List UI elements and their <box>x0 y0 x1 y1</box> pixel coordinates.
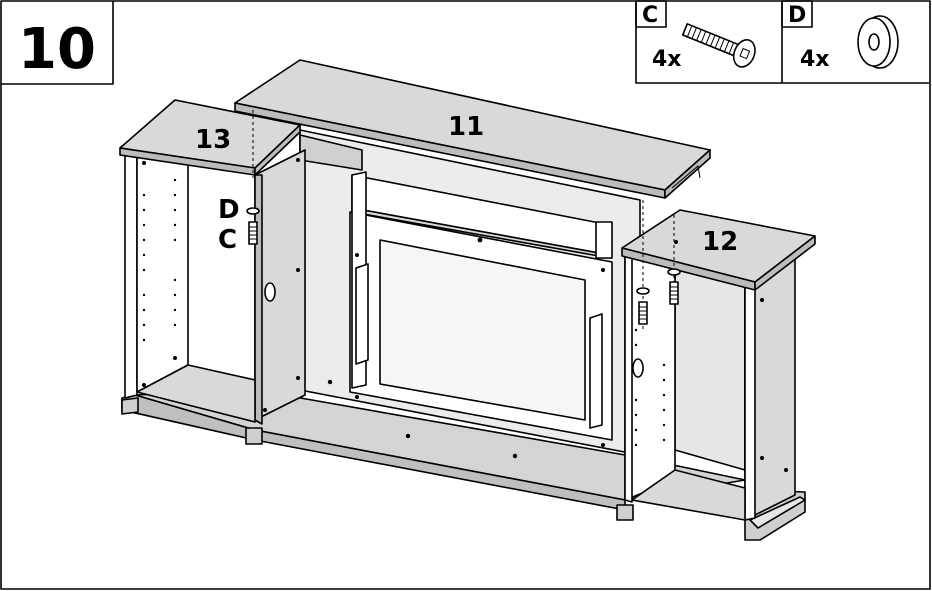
washer-marker-left <box>246 207 260 215</box>
right-cabinet-holes <box>634 328 666 447</box>
washer-marker-right-2 <box>667 268 681 276</box>
panel-13-label: 13 <box>195 125 231 155</box>
left-cabinet: 13 D C <box>119 99 306 425</box>
right-cabinet: 12 <box>621 200 816 521</box>
screw-marker-right-1 <box>638 301 648 325</box>
hardware-c-letter: C <box>642 3 658 28</box>
panel-11-label: 11 <box>448 112 484 142</box>
hardware-box: C 4x D 4x <box>635 0 929 84</box>
callout-d-left: D <box>218 195 240 225</box>
hardware-c-quantity: 4x <box>652 47 682 72</box>
screw-marker-right-2 <box>669 281 679 305</box>
washer-marker-right-1 <box>636 287 650 295</box>
panel-12-label: 12 <box>702 227 738 257</box>
back-panel <box>299 129 641 456</box>
panel-11-top-board: 11 <box>234 59 711 199</box>
hardware-d-letter: D <box>788 3 806 28</box>
step-number-box: 10 <box>1 1 114 85</box>
hardware-d-quantity: 4x <box>800 47 830 72</box>
screw-marker-left <box>248 221 258 245</box>
callout-c-left: C <box>218 225 237 255</box>
left-cabinet-holes <box>142 178 177 342</box>
step-number: 10 <box>18 17 96 82</box>
washer-icon <box>857 15 899 69</box>
screw-icon <box>681 23 756 68</box>
